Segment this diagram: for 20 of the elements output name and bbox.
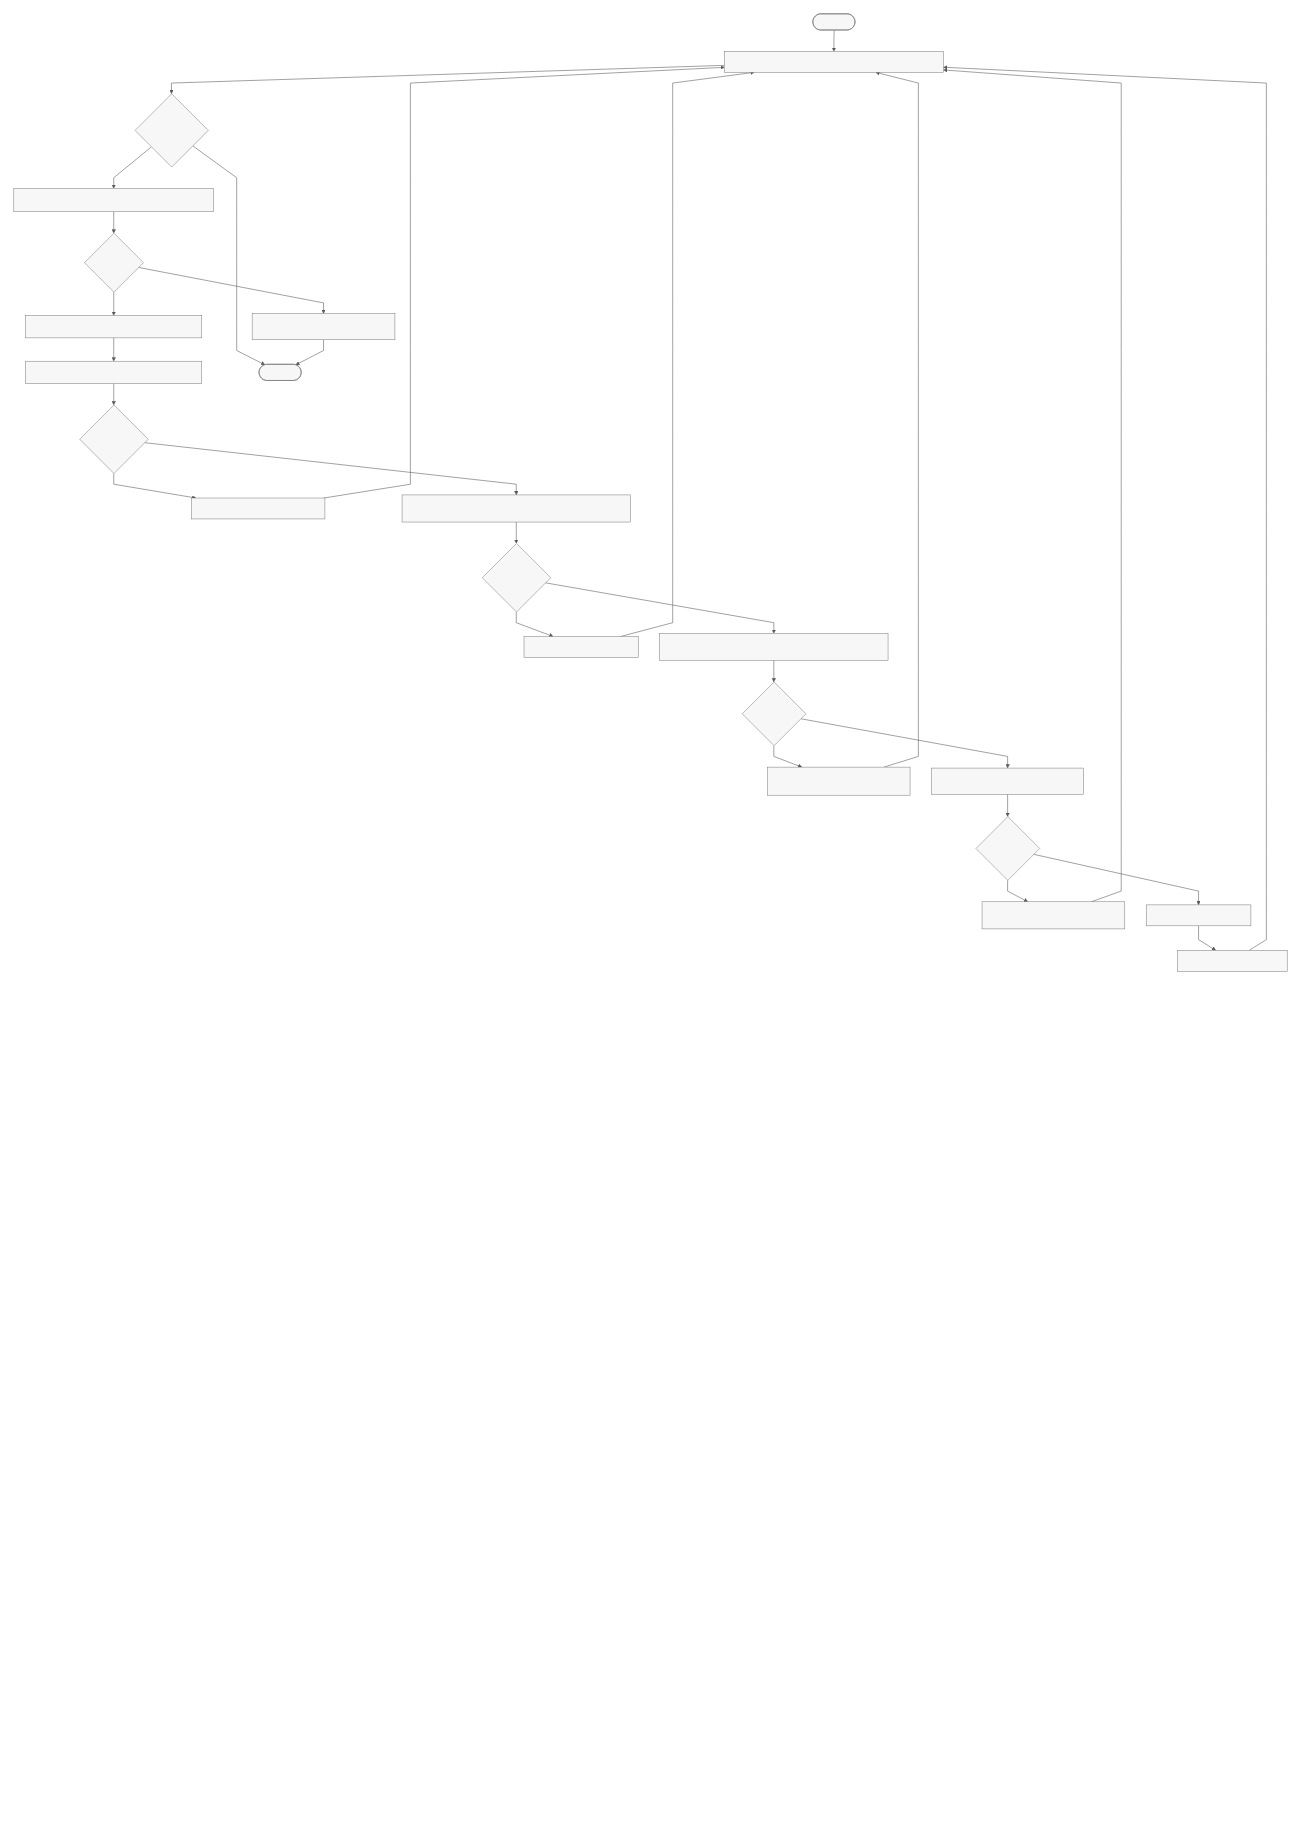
node-diamond (84, 232, 144, 293)
node-box (25, 315, 202, 339)
node-box (724, 51, 944, 73)
node-box (659, 633, 889, 661)
node-box (13, 188, 214, 212)
node-diamond (482, 543, 551, 613)
node-box (25, 360, 202, 384)
node-diamond (741, 681, 807, 746)
node-box (931, 767, 1084, 795)
node-box (191, 497, 326, 520)
node-box (981, 901, 1126, 930)
node-box (1177, 950, 1288, 972)
node-diamond (79, 404, 149, 474)
node-box (401, 494, 631, 523)
node-box (523, 636, 639, 658)
node-diamond (134, 93, 209, 168)
node-box (251, 313, 396, 340)
node-diamond (975, 816, 1040, 881)
node-box (1145, 904, 1252, 927)
node-box (767, 766, 911, 796)
